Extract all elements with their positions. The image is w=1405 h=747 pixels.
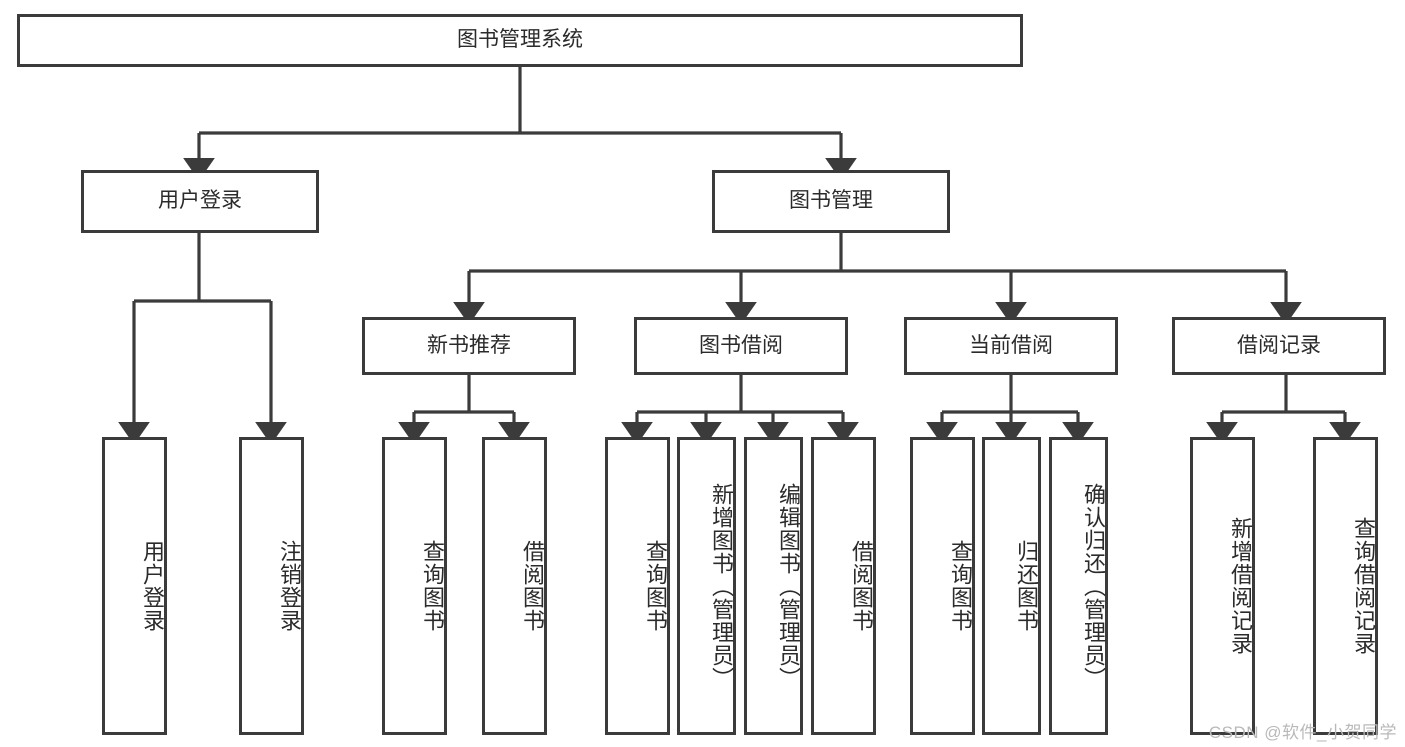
- leaf-label: 借阅图书: [520, 540, 545, 632]
- leaf-user-login-login[interactable]: 用户登录: [102, 437, 167, 735]
- leaf-current-return-book[interactable]: 归还图书: [982, 437, 1041, 735]
- leaf-new-book-borrow[interactable]: 借阅图书: [482, 437, 547, 735]
- leaf-label: 查询图书: [643, 540, 668, 632]
- leaf-label: 归还图书: [1014, 540, 1039, 632]
- leaf-borrow-query-book[interactable]: 查询图书: [605, 437, 670, 735]
- leaf-label: 用户登录: [140, 540, 165, 632]
- leaf-label: 确认归还（管理员）: [1081, 482, 1106, 690]
- watermark: CSDN @软件_小贺同学: [1208, 723, 1397, 742]
- node-borrow-record[interactable]: 借阅记录: [1172, 317, 1386, 375]
- node-new-book-recommend-label: 新书推荐: [427, 333, 511, 357]
- leaf-borrow-borrow-book[interactable]: 借阅图书: [811, 437, 876, 735]
- leaf-record-query-record[interactable]: 查询借阅记录: [1313, 437, 1378, 735]
- node-root[interactable]: 图书管理系统: [17, 14, 1023, 67]
- leaf-label: 编辑图书（管理员）: [776, 482, 801, 690]
- node-user-login-label: 用户登录: [158, 189, 242, 213]
- leaf-current-confirm-return-admin[interactable]: 确认归还（管理员）: [1049, 437, 1108, 735]
- node-root-label: 图书管理系统: [457, 28, 583, 52]
- leaf-borrow-edit-book-admin[interactable]: 编辑图书（管理员）: [744, 437, 803, 735]
- node-book-borrow[interactable]: 图书借阅: [634, 317, 848, 375]
- leaf-label: 注销登录: [277, 540, 302, 632]
- leaf-current-query-book[interactable]: 查询图书: [910, 437, 975, 735]
- leaf-label: 借阅图书: [849, 540, 874, 632]
- leaf-record-add-record[interactable]: 新增借阅记录: [1190, 437, 1255, 735]
- node-book-management-label: 图书管理: [789, 189, 873, 213]
- node-book-borrow-label: 图书借阅: [699, 333, 783, 357]
- node-current-borrow[interactable]: 当前借阅: [904, 317, 1118, 375]
- leaf-label: 新增图书（管理员）: [709, 482, 734, 690]
- node-book-management[interactable]: 图书管理: [712, 170, 950, 233]
- leaf-new-book-query[interactable]: 查询图书: [382, 437, 447, 735]
- node-current-borrow-label: 当前借阅: [969, 333, 1053, 357]
- node-new-book-recommend[interactable]: 新书推荐: [362, 317, 576, 375]
- leaf-borrow-add-book-admin[interactable]: 新增图书（管理员）: [677, 437, 736, 735]
- leaf-label: 查询图书: [948, 540, 973, 632]
- node-borrow-record-label: 借阅记录: [1237, 333, 1321, 357]
- leaf-label: 查询借阅记录: [1351, 517, 1376, 655]
- leaf-label: 新增借阅记录: [1228, 517, 1253, 655]
- leaf-user-login-logout[interactable]: 注销登录: [239, 437, 304, 735]
- leaf-label: 查询图书: [420, 540, 445, 632]
- node-user-login[interactable]: 用户登录: [81, 170, 319, 233]
